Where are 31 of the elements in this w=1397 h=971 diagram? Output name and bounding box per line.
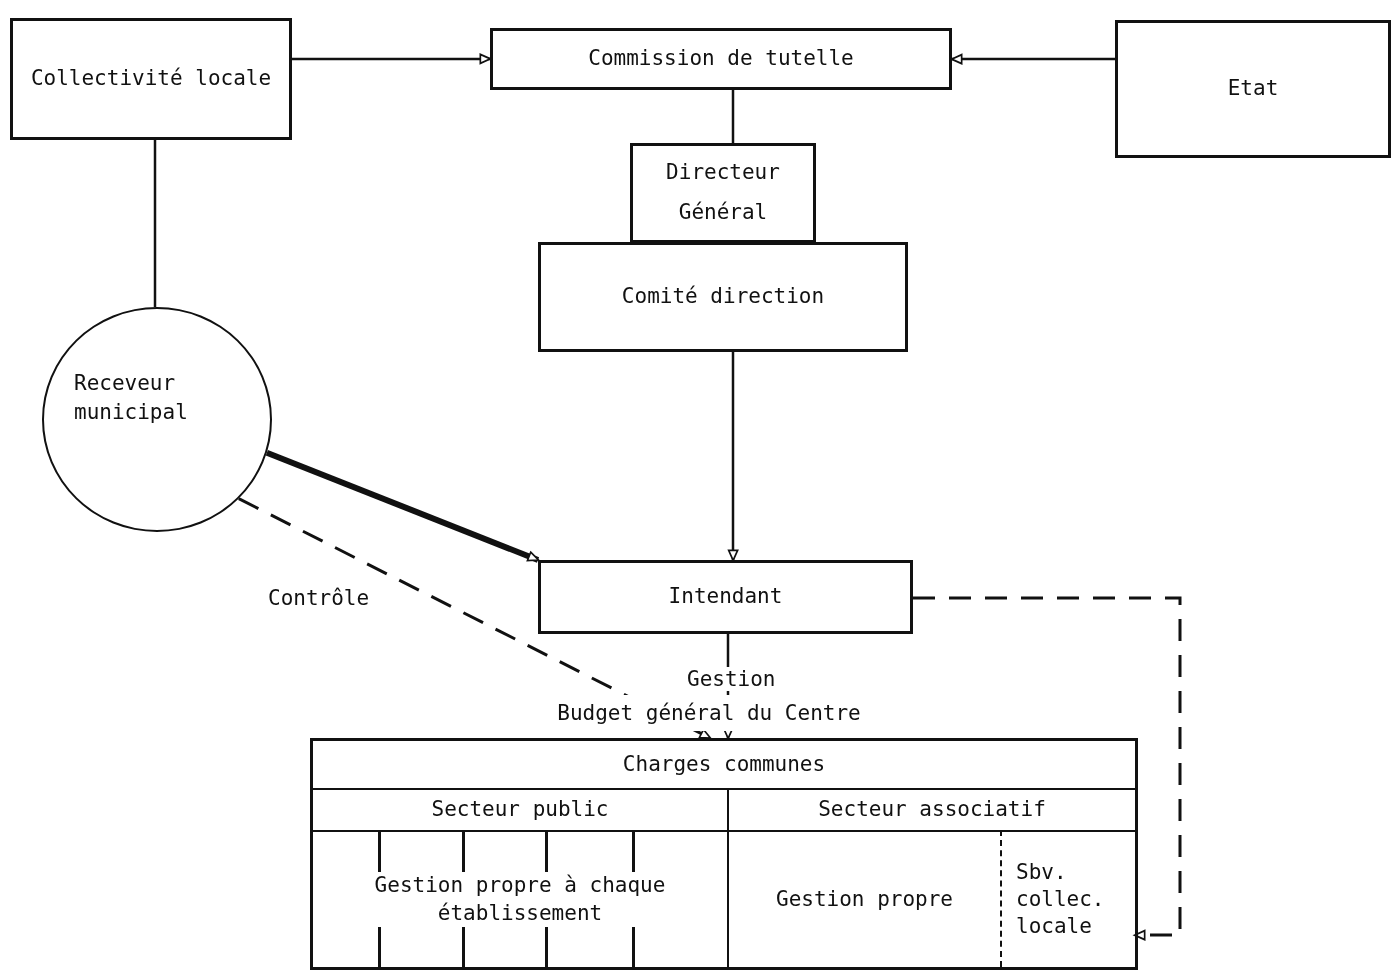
node-text: Directeur Général bbox=[665, 159, 781, 226]
arrow bbox=[951, 54, 1115, 65]
node-text: Comité direction bbox=[621, 283, 825, 311]
process-box bbox=[10, 18, 292, 140]
dashed-arrow bbox=[913, 596, 1182, 941]
table-cell bbox=[727, 788, 1135, 830]
process-box bbox=[538, 560, 913, 634]
process-box bbox=[1115, 20, 1391, 158]
arrow bbox=[292, 53, 491, 64]
arrow bbox=[728, 352, 739, 561]
node-text: Gestion propre bbox=[776, 885, 953, 913]
process-box bbox=[538, 242, 908, 352]
node-text: Receveur municipal bbox=[74, 370, 189, 427]
node-text: Collectivité locale bbox=[30, 65, 272, 93]
table-cell bbox=[727, 830, 1000, 967]
connector-line bbox=[153, 140, 157, 307]
arrow bbox=[265, 449, 540, 563]
table-cell bbox=[1000, 830, 1135, 967]
node-text: Secteur public bbox=[431, 796, 609, 824]
node-text: Commission de tutelle bbox=[588, 45, 854, 73]
process-box bbox=[490, 28, 952, 90]
dashed-arrow bbox=[238, 497, 711, 740]
row-heading: Charges communes bbox=[621, 751, 827, 778]
table-cell bbox=[313, 830, 727, 967]
node-text: Intendant bbox=[668, 583, 783, 611]
connector-line bbox=[731, 90, 735, 143]
node-text: Secteur associatif bbox=[818, 796, 1046, 824]
node-text: Etat bbox=[1227, 75, 1279, 103]
circle-node bbox=[42, 307, 272, 532]
process-box bbox=[630, 143, 816, 243]
node-text: Sbv. collec. locale bbox=[1016, 858, 1106, 941]
